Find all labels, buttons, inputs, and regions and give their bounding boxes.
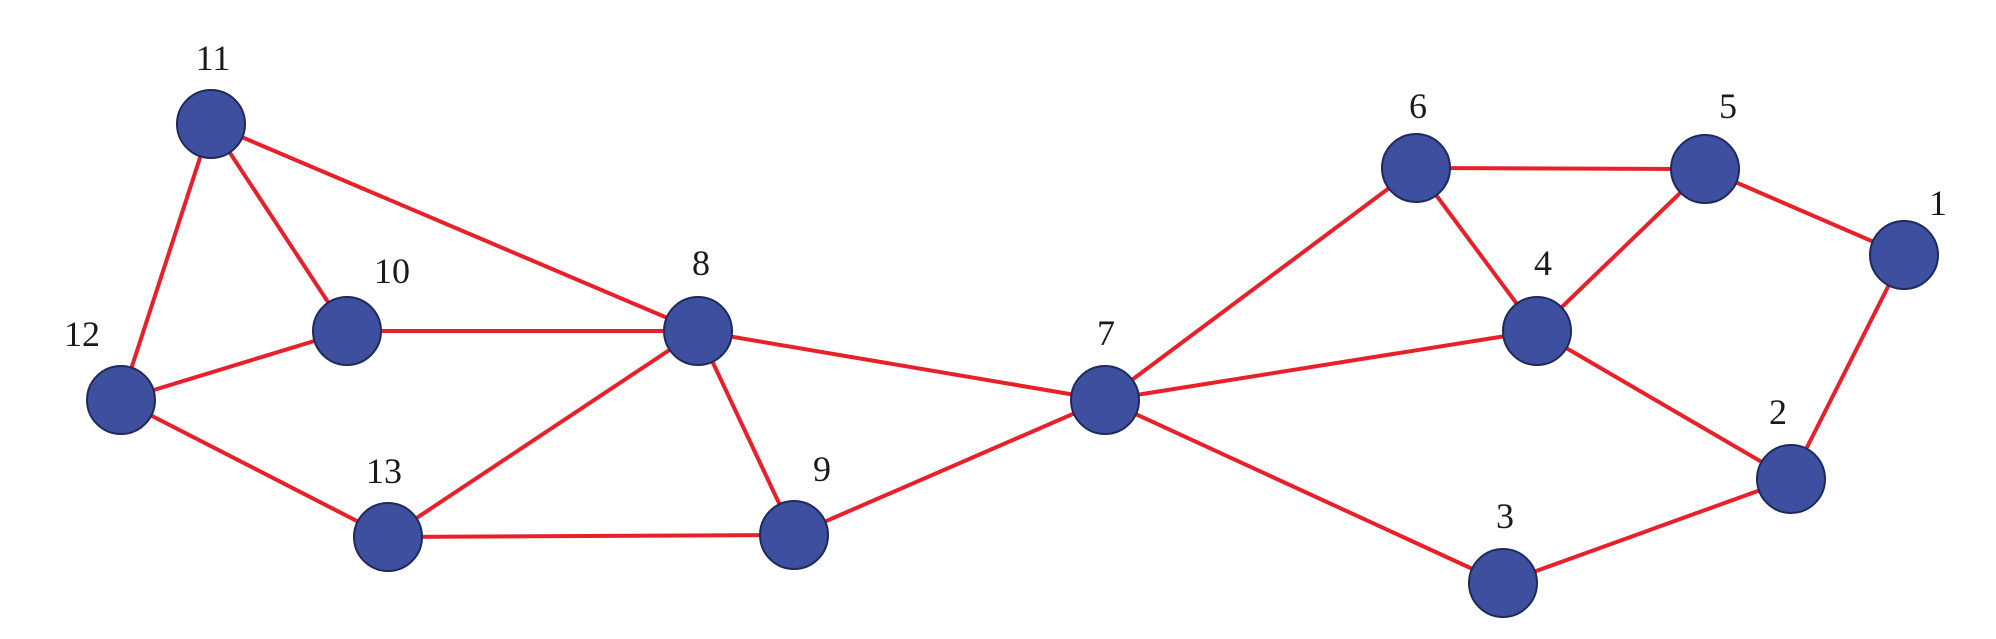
node-label-11: 11 — [196, 38, 231, 78]
node-2 — [1756, 444, 1826, 514]
node-9 — [759, 500, 829, 570]
node-13 — [353, 502, 423, 572]
edge-5-4 — [1535, 167, 1707, 333]
node-label-6: 6 — [1409, 86, 1427, 126]
edge-13-9 — [387, 533, 795, 539]
edge-8-7 — [697, 329, 1106, 402]
node-7 — [1070, 365, 1140, 435]
node-5 — [1670, 134, 1740, 204]
node-6 — [1381, 133, 1451, 203]
node-label-5: 5 — [1719, 86, 1737, 126]
edge-3-2 — [1502, 477, 1792, 585]
node-label-3: 3 — [1496, 496, 1514, 536]
node-8 — [663, 296, 733, 366]
edge-4-2 — [1535, 329, 1793, 481]
node-label-7: 7 — [1097, 313, 1115, 353]
edge-1-2 — [1789, 254, 1906, 480]
node-4 — [1502, 296, 1572, 366]
edge-12-10 — [120, 329, 348, 402]
node-label-4: 4 — [1534, 243, 1552, 283]
node-label-12: 12 — [64, 314, 100, 354]
edge-6-5 — [1415, 166, 1706, 171]
edge-13-8 — [386, 329, 700, 539]
node-label-2: 2 — [1769, 392, 1787, 432]
edges — [119, 122, 1906, 585]
edge-7-4 — [1104, 329, 1538, 402]
node-12 — [86, 365, 156, 435]
edge-5-1 — [1704, 167, 1905, 257]
node-label-1: 1 — [1929, 183, 1947, 223]
node-label-10: 10 — [374, 251, 410, 291]
edge-7-6 — [1103, 166, 1418, 402]
node-label-13: 13 — [366, 451, 402, 491]
edge-8-9 — [696, 330, 796, 536]
edge-9-7 — [793, 398, 1106, 537]
edge-11-8 — [210, 122, 699, 333]
edge-11-12 — [119, 123, 213, 401]
node-label-8: 8 — [692, 243, 710, 283]
node-1 — [1869, 220, 1939, 290]
node-label-9: 9 — [813, 449, 831, 489]
edge-11-10 — [209, 122, 349, 333]
node-3 — [1468, 548, 1538, 618]
node-11 — [176, 89, 246, 159]
nodes — [86, 89, 1939, 618]
edge-12-13 — [120, 398, 389, 539]
node-10 — [312, 296, 382, 366]
edge-7-3 — [1104, 398, 1504, 585]
